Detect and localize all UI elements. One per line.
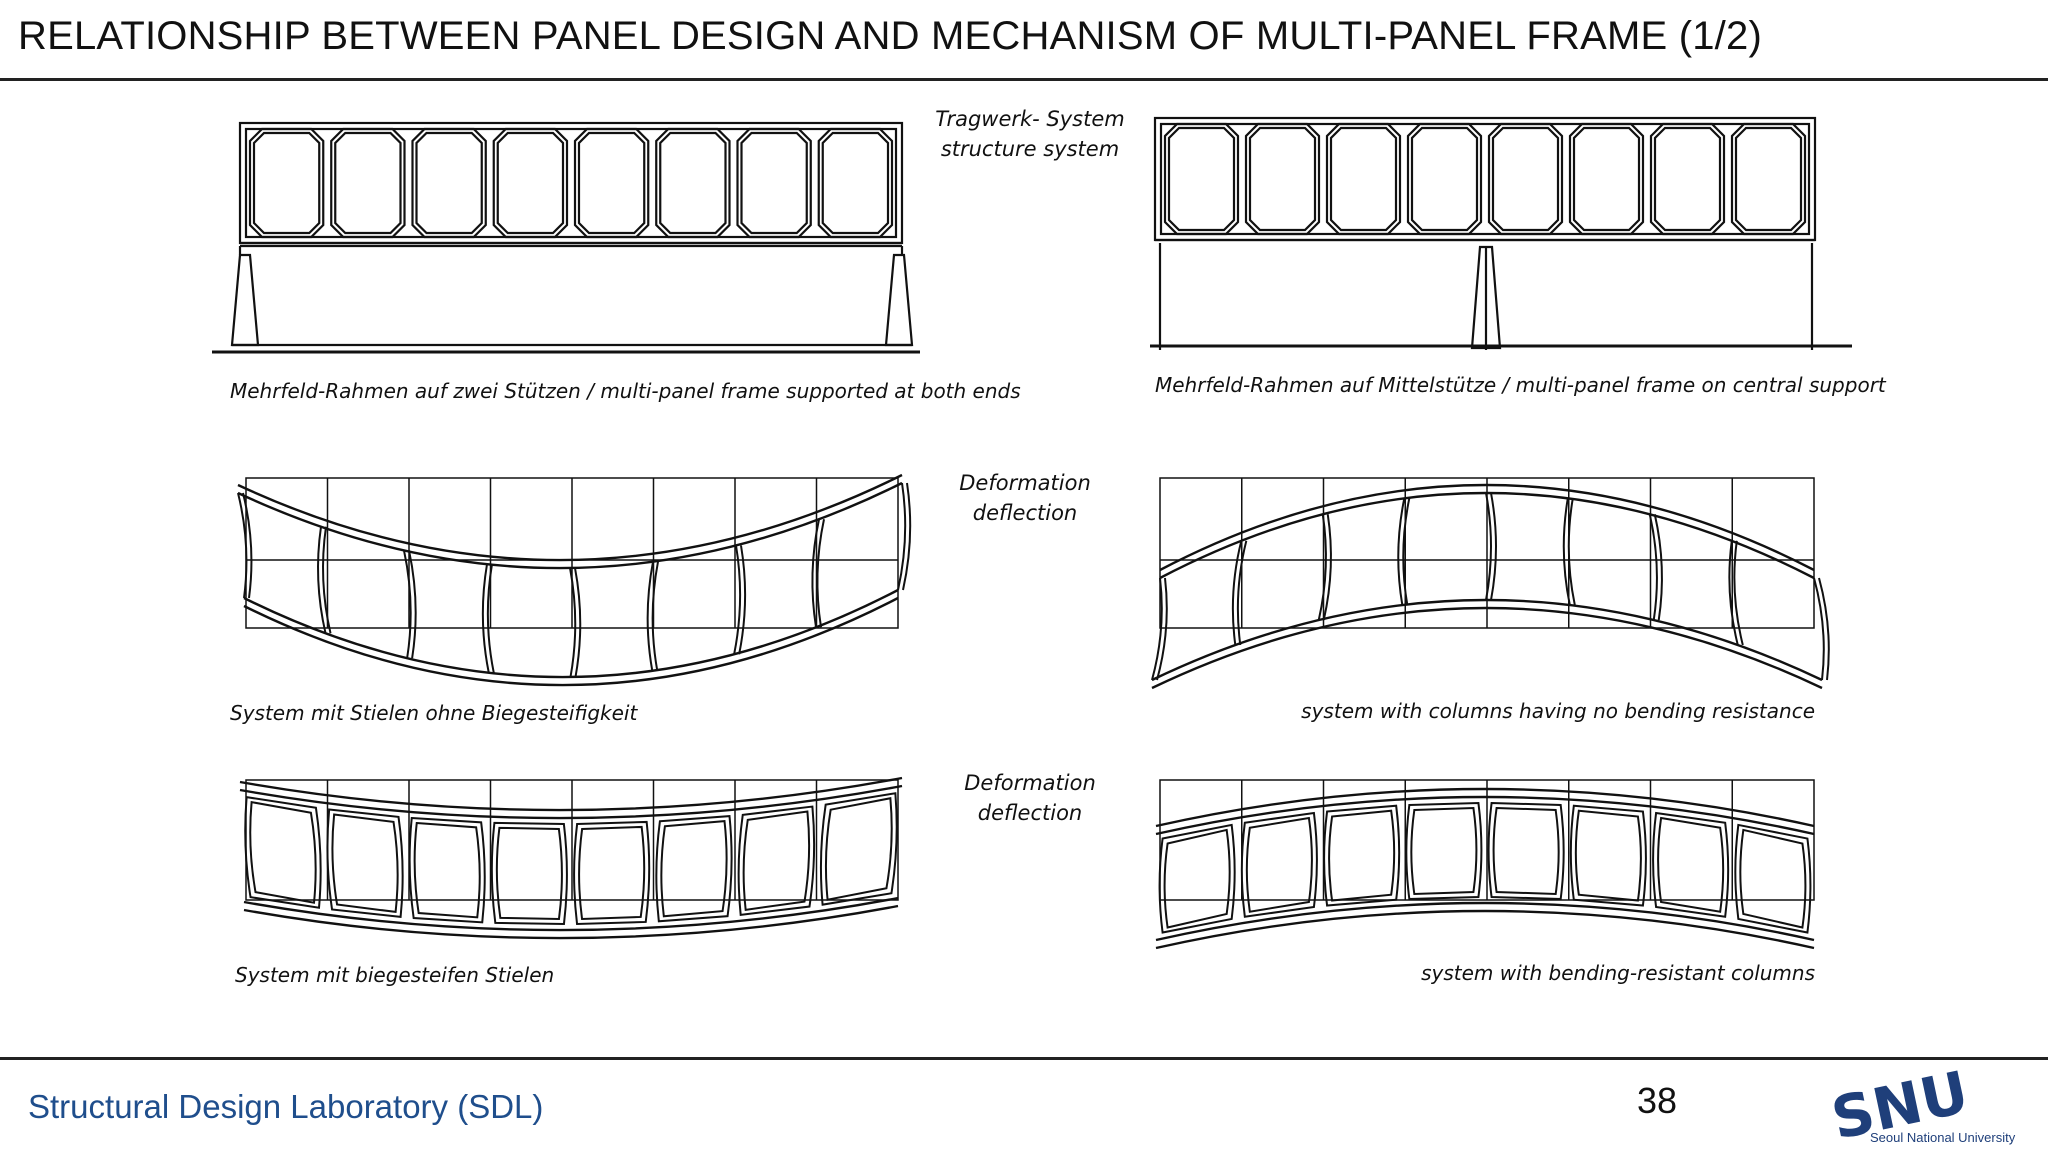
frame-panel — [492, 127, 569, 239]
row2-right-deflection — [1151, 477, 1830, 690]
frame-panel — [1406, 122, 1483, 236]
page-number: 38 — [1637, 1080, 1678, 1121]
frame-panel-inner — [659, 131, 727, 235]
header-divider — [0, 78, 2048, 81]
row3-right-deflection — [1155, 779, 1815, 950]
frame-panel — [736, 127, 812, 239]
row3-left-caption: System mit biegesteifen Stielen — [235, 963, 554, 987]
frame-panel-inner — [1734, 126, 1803, 232]
row3-right-caption: system with bending-resistant columns — [1421, 961, 1815, 985]
footer-divider — [0, 1057, 2048, 1060]
frame-panel — [1730, 122, 1807, 236]
row1-left-caption: Mehrfeld-Rahmen auf zwei Stützen / multi… — [230, 379, 1021, 403]
snu-logo: SNU — [1828, 1070, 1974, 1146]
frame-panel-inner — [1410, 126, 1479, 232]
deform-en-1: deflection — [973, 501, 1078, 525]
frame-panel — [817, 127, 894, 239]
row2-left-caption: System mit Stielen ohne Biegesteifigkeit — [230, 701, 638, 725]
frame-panel-inner — [334, 131, 402, 235]
frame-panel-inner — [740, 131, 808, 235]
frame-panel — [1487, 122, 1564, 236]
frame-panel — [1244, 122, 1321, 236]
deform-de-1: Deformation — [959, 471, 1091, 495]
row1-right-caption: Mehrfeld-Rahmen auf Mittelstütze / multi… — [1155, 373, 1887, 397]
footer-lab-name: Structural Design Laboratory (SDL) — [28, 1088, 544, 1125]
frame-panel-inner — [1248, 126, 1317, 232]
deform-en-2: deflection — [978, 801, 1083, 825]
frame-panel-inner — [821, 131, 890, 235]
frame-diagram: Tragwerk- System structure system Mehrfe… — [212, 107, 1887, 987]
frame-panel-inner — [252, 131, 321, 235]
slide-title: RELATIONSHIP BETWEEN PANEL DESIGN AND ME… — [18, 14, 1762, 58]
frame-panel-inner — [1572, 126, 1641, 232]
row2-left-deflection — [237, 473, 912, 687]
deform-de-2: Deformation — [964, 771, 1096, 795]
row1-left-frame — [230, 121, 914, 347]
frame-panel-inner — [577, 131, 646, 235]
frame-panel — [655, 127, 731, 239]
frame-panel — [330, 127, 406, 239]
header-en: structure system — [941, 137, 1119, 161]
frame-panel — [248, 127, 325, 239]
logo-caption: Seoul National University — [1870, 1130, 2016, 1145]
frame-panel-inner — [1167, 126, 1236, 232]
frame-panel — [1163, 122, 1240, 236]
frame-panel — [411, 127, 487, 239]
frame-panel — [573, 127, 650, 239]
frame-panel-inner — [415, 131, 483, 235]
frame-panel — [1325, 122, 1402, 236]
row1-right-frame — [1153, 116, 1817, 350]
header-de: Tragwerk- System — [935, 107, 1124, 131]
row2-right-caption: system with columns having no bending re… — [1301, 699, 1815, 723]
frame-panel — [1649, 122, 1726, 236]
frame-panel-inner — [1653, 126, 1722, 232]
frame-panel-inner — [1329, 126, 1398, 232]
row3-left-deflection — [239, 776, 903, 940]
frame-panel-inner — [496, 131, 565, 235]
frame-panel — [1568, 122, 1645, 236]
frame-panel-inner — [1491, 126, 1560, 232]
